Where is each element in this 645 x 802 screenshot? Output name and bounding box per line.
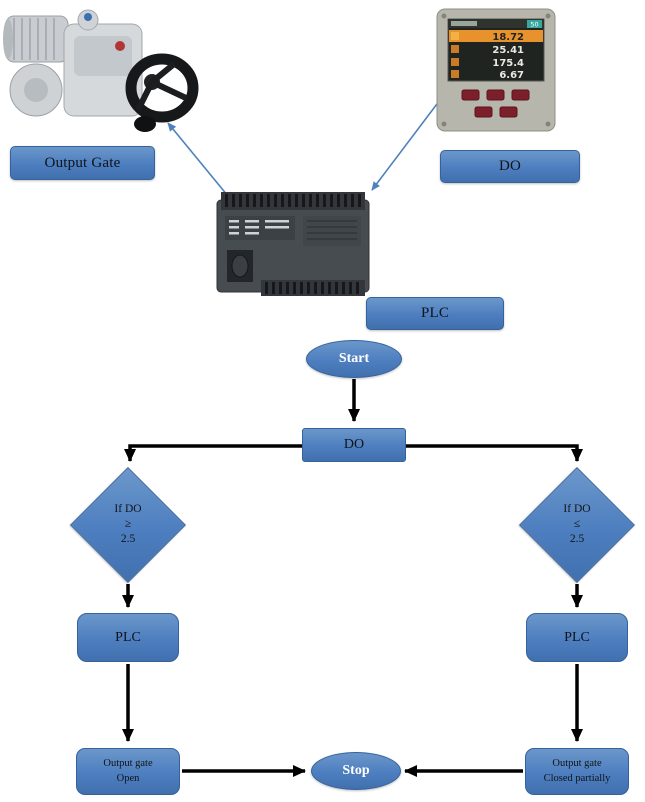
decision-right-line2: ≤	[573, 517, 581, 530]
decision-right: If DO ≤ 2.5	[532, 502, 622, 547]
do-row1-icon	[451, 32, 459, 40]
actuator-red-button	[115, 41, 125, 51]
actuator-motor	[3, 15, 69, 63]
plc-label: PLC	[366, 297, 504, 330]
do-to-plc-arrow	[371, 91, 447, 191]
arrow-do-left-decision	[124, 444, 302, 462]
plc-port	[227, 250, 253, 282]
do-button-2	[486, 89, 505, 101]
decision-left-line3: 2.5	[120, 532, 136, 545]
do-reading-row-highlight	[449, 30, 543, 42]
flow-plc-right: PLC	[526, 613, 628, 662]
decision-left: If DO ≥ 2.5	[83, 502, 173, 547]
plc-vents	[303, 216, 361, 246]
flow-start: Start	[306, 340, 402, 378]
decision-left-line1: If DO	[114, 503, 142, 515]
output-gate-label: Output Gate	[10, 146, 155, 180]
flow-stop: Stop	[311, 752, 401, 790]
do-reading-1: 18.72	[492, 32, 524, 43]
decision-left-line2: ≥	[124, 517, 132, 530]
do-reading-3: 175.4	[492, 58, 524, 69]
plc-top-terminals	[221, 192, 365, 210]
actuator-image	[2, 2, 212, 144]
do-case-screws	[441, 13, 551, 127]
actuator-sensor-knob	[134, 116, 156, 132]
action-closed-line1: Output gate	[552, 757, 602, 769]
do-controller-image: 50 18.72 25.41 175.4 6.67	[436, 8, 556, 132]
do-model-badge-text: 50	[530, 21, 538, 29]
plc-bottom-terminals	[261, 280, 365, 296]
actuator-handwheel	[125, 53, 199, 123]
flow-plc-left: PLC	[77, 613, 179, 662]
decision-right-line1: If DO	[563, 503, 591, 515]
actuator-flange-hub	[24, 78, 48, 102]
do-model-badge	[527, 20, 542, 28]
do-reading-2: 25.41	[492, 45, 524, 56]
do-row3-icon	[451, 58, 459, 66]
action-closed-line2: Closed partially	[543, 772, 611, 784]
do-screen: 50 18.72 25.41 175.4 6.67	[447, 18, 545, 82]
flow-do: DO	[302, 428, 406, 462]
actuator-cover	[74, 36, 132, 76]
plc-led-labels	[229, 220, 289, 235]
actuator-blue-cap	[84, 13, 92, 21]
action-open-line2: Open	[116, 772, 140, 784]
action-closed-partially: Output gate Closed partially	[525, 748, 629, 795]
do-button-3	[511, 89, 530, 101]
do-reading-4: 6.67	[499, 70, 524, 81]
action-open: Output gate Open	[76, 748, 180, 795]
do-keypad	[461, 89, 530, 118]
do-button-4	[474, 106, 493, 118]
do-row2-icon	[451, 45, 459, 53]
do-label: DO	[440, 150, 580, 183]
action-open-line1: Output gate	[103, 757, 153, 769]
plc-image	[213, 190, 373, 302]
do-row4-icon	[451, 70, 459, 78]
do-button-1	[461, 89, 480, 101]
arrow-do-right-decision	[406, 444, 583, 462]
do-button-5	[499, 106, 518, 118]
decision-right-line3: 2.5	[569, 532, 585, 545]
